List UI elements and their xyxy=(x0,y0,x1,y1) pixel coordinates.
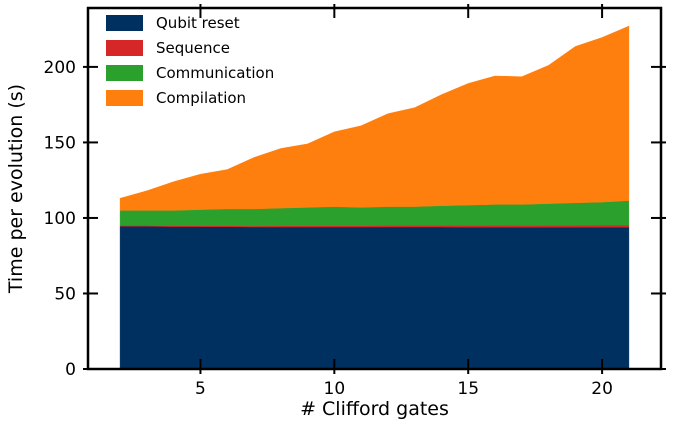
area-series-0 xyxy=(119,226,630,370)
x-axis: 5 10 15 20 xyxy=(195,4,613,399)
area-series-3 xyxy=(119,25,630,211)
plot-frame xyxy=(86,6,663,371)
y-axis-label: Time per evolution (s) xyxy=(5,84,27,294)
x-axis-label: # Clifford gates xyxy=(300,398,449,420)
legend-swatch xyxy=(106,15,143,31)
y-tick-label: 200 xyxy=(44,58,76,78)
x-tick-label: 15 xyxy=(457,379,479,399)
y-tick-label: 100 xyxy=(44,209,76,229)
stacked-areas xyxy=(119,25,630,370)
x-tick-label: 5 xyxy=(195,379,206,399)
legend: Qubit resetSequenceCommunicationCompilat… xyxy=(106,14,274,107)
legend-label: Compilation xyxy=(156,89,246,107)
legend-swatch xyxy=(106,65,143,81)
y-tick-label: 0 xyxy=(65,360,76,380)
y-axis: 0 50 100 150 200 xyxy=(44,58,666,380)
x-tick-label: 20 xyxy=(591,379,613,399)
legend-swatch xyxy=(106,40,143,56)
legend-label: Sequence xyxy=(156,39,230,57)
legend-label: Communication xyxy=(156,64,274,82)
y-tick-label: 150 xyxy=(44,133,76,153)
legend-swatch xyxy=(106,90,143,106)
x-tick-label: 10 xyxy=(324,379,346,399)
y-tick-label: 50 xyxy=(54,284,76,304)
legend-label: Qubit reset xyxy=(156,14,240,32)
